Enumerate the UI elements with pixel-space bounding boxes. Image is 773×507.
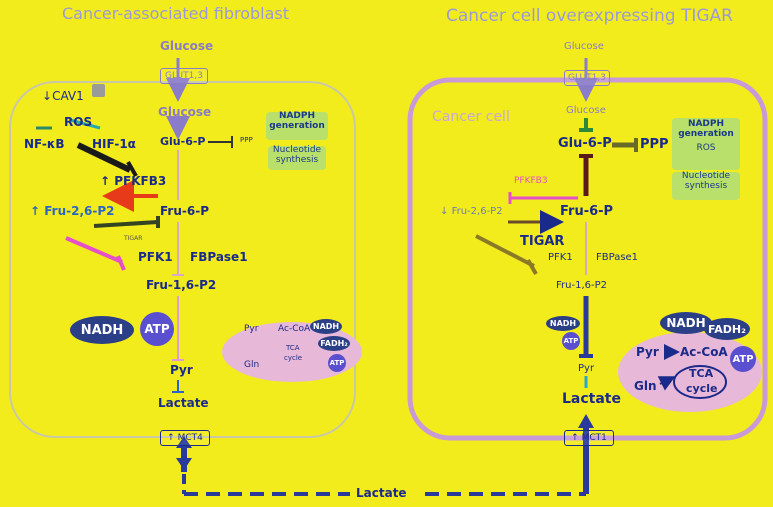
cc-pfk1: PFK1 — [548, 252, 573, 263]
caf-pfkfb3-label: ↑ PFKFB3 — [100, 174, 167, 188]
caf-glucose-intracellular: Glucose — [158, 105, 212, 119]
cc-nadph-box: NADPH generation ROS — [672, 118, 740, 170]
caf-mito-nadh: NADH — [310, 319, 342, 334]
cc-mito-atp: ATP — [730, 346, 756, 372]
caf-glu6p: Glu-6-P — [160, 135, 206, 148]
caf-mito-gln: Gln — [244, 360, 260, 370]
cc-fbpase1: FBPase1 — [596, 252, 639, 263]
arrow-up-icon: ↑ — [571, 433, 579, 443]
caf-ppp: PPP — [240, 136, 253, 144]
cc-mito-cycle: cycle — [686, 382, 718, 395]
cc-glu6p: Glu-6-P — [558, 136, 612, 151]
caf-glucose-extracellular: Glucose — [160, 39, 214, 53]
caf-mito-pyr: Pyr — [244, 324, 259, 334]
cancer-cell-title: Cancer cell overexpressing TIGAR — [446, 6, 733, 26]
caf-ros: ROS — [64, 115, 93, 129]
caf-fbpase1: FBPase1 — [190, 250, 248, 264]
caf-pyruvate: Pyr — [170, 363, 193, 377]
caf-mct4-transporter: ↑ MCT4 — [160, 430, 210, 446]
caf-mito-tca: TCA — [286, 344, 300, 352]
cc-glucose-extracellular: Glucose — [564, 41, 604, 52]
cc-atp-circle: ATP — [562, 332, 580, 350]
cc-glut-transporter: GLUT1,3 — [564, 70, 610, 86]
cc-mito-fadh2: FADH₂ — [704, 318, 750, 340]
cc-cell-label: Cancer cell — [432, 109, 510, 125]
cc-mito-tca: TCA — [689, 367, 714, 380]
extracellular-lactate: Lactate — [356, 486, 407, 500]
cc-nadh-oval: NADH — [546, 316, 580, 331]
arrow-up-icon: ↑ — [167, 433, 175, 443]
cc-tigar: TIGAR — [520, 234, 565, 249]
caf-cav1-label: ↓CAV1 — [42, 89, 84, 103]
arrow-up-icon: ↑ — [30, 204, 41, 218]
caf-fru6p: Fru-6-P — [160, 204, 209, 218]
cc-mito-pyr: Pyr — [636, 345, 659, 359]
cc-glucose-intracellular: Glucose — [566, 105, 606, 116]
caf-title: Cancer-associated fibroblast — [62, 4, 290, 23]
caf-nadh-oval: NADH — [70, 316, 134, 344]
cc-fru16p2: Fru-1,6-P2 — [556, 280, 607, 291]
cc-fru26p2-label: ↓ Fru-2,6-P2 — [440, 206, 503, 217]
caf-mito-atp: ATP — [328, 354, 346, 372]
caf-fru16p2: Fru-1,6-P2 — [146, 278, 217, 292]
caf-fru26p2-label: ↑ Fru-2,6-P2 — [30, 204, 115, 218]
cc-mito-gln: Gln — [634, 379, 657, 393]
caf-tigar: TIGAR — [124, 235, 143, 242]
caf-pfk1: PFK1 — [138, 250, 173, 264]
caf-nfkb: NF-κB — [24, 137, 65, 151]
caf-mito-cycle: cycle — [284, 354, 303, 362]
arrow-down-icon: ↓ — [42, 89, 53, 103]
caf-mito-acoa: Ac-CoA — [278, 324, 311, 334]
caf-hif1a: HIF-1α — [92, 137, 136, 151]
arrow-down-icon: ↓ — [440, 206, 449, 217]
caf-atp-circle: ATP — [140, 312, 174, 346]
arrow-up-icon: ↑ — [100, 174, 111, 188]
cc-pyruvate: Pyr — [578, 363, 595, 374]
caf-glut-transporter: GLUT1,3 — [160, 68, 208, 84]
cc-mito-acoa: Ac-CoA — [680, 345, 728, 359]
cc-mito-nadh: NADH — [660, 312, 712, 334]
cc-mitochondrion — [618, 332, 762, 412]
cc-fru6p: Fru-6-P — [560, 204, 614, 219]
cc-pfkfb3: PFKFB3 — [514, 176, 548, 186]
caf-lactate: Lactate — [158, 396, 209, 410]
caf-mito-fadh2: FADH₂ — [318, 336, 350, 351]
cc-mct1-transporter: ↑ MCT1 — [564, 430, 614, 446]
cc-lactate: Lactate — [562, 391, 621, 407]
caveolin-icon — [92, 84, 105, 97]
cc-ppp: PPP — [640, 137, 669, 152]
